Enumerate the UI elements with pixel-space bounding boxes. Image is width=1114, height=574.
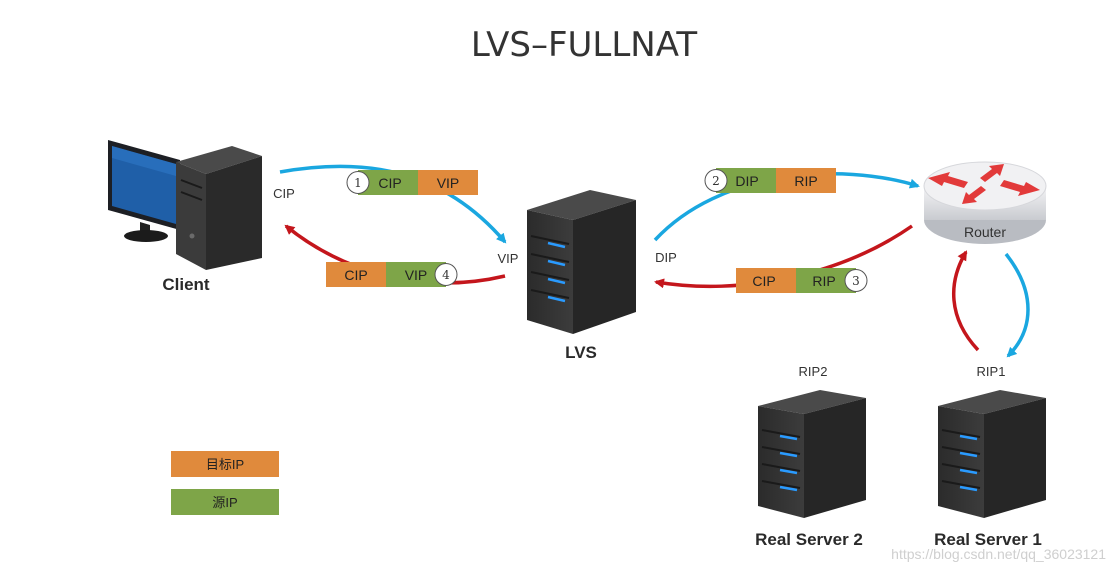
packet-2: 2 DIP RIP bbox=[704, 168, 836, 193]
response-arrow-rs1-to-router bbox=[951, 250, 980, 352]
legend-src-swatch bbox=[171, 489, 279, 515]
lvs-server-icon bbox=[527, 190, 636, 334]
legend-dest-swatch bbox=[171, 451, 279, 477]
packet-1: 1 CIP VIP bbox=[346, 170, 478, 195]
packet-1-src: CIP bbox=[378, 175, 401, 191]
real-server-1-label: Real Server 1 bbox=[934, 530, 1042, 549]
packet-4-step: 4 bbox=[442, 268, 450, 282]
diagram-title: LVS–FULLNAT bbox=[471, 25, 697, 65]
watermark: https://blog.csdn.net/qq_36023121 bbox=[891, 546, 1106, 562]
request-arrow-router-to-rs1 bbox=[1004, 252, 1030, 358]
packet-2-src: DIP bbox=[735, 173, 758, 189]
packet-3-step: 3 bbox=[852, 274, 860, 288]
rip1-label: RIP1 bbox=[977, 364, 1006, 379]
real-server-1-icon bbox=[938, 390, 1046, 518]
dip-label: DIP bbox=[655, 250, 677, 265]
vip-label: VIP bbox=[498, 251, 519, 266]
packet-1-step: 1 bbox=[354, 176, 362, 190]
router-label: Router bbox=[964, 224, 1006, 240]
lvs-label: LVS bbox=[565, 343, 597, 362]
client-computer-icon bbox=[108, 140, 262, 270]
packet-2-step: 2 bbox=[712, 174, 720, 188]
client-label: Client bbox=[162, 275, 210, 294]
packet-1-dst: VIP bbox=[437, 175, 460, 191]
packet-3: 3 CIP RIP bbox=[736, 268, 868, 293]
legend-src-label: 源IP bbox=[212, 495, 237, 510]
packet-4-src: VIP bbox=[405, 267, 428, 283]
router-icon bbox=[923, 161, 1047, 244]
cip-label: CIP bbox=[273, 186, 295, 201]
legend: 目标IP 源IP bbox=[171, 451, 279, 515]
real-server-2-icon bbox=[758, 390, 866, 518]
packet-3-src: RIP bbox=[812, 273, 835, 289]
rip2-label: RIP2 bbox=[799, 364, 828, 379]
packet-4: 4 CIP VIP bbox=[326, 262, 458, 287]
real-server-2-label: Real Server 2 bbox=[755, 530, 863, 549]
legend-dest-label: 目标IP bbox=[206, 457, 244, 472]
packet-2-dst: RIP bbox=[794, 173, 817, 189]
packet-3-dst: CIP bbox=[752, 273, 775, 289]
packet-4-dst: CIP bbox=[344, 267, 367, 283]
